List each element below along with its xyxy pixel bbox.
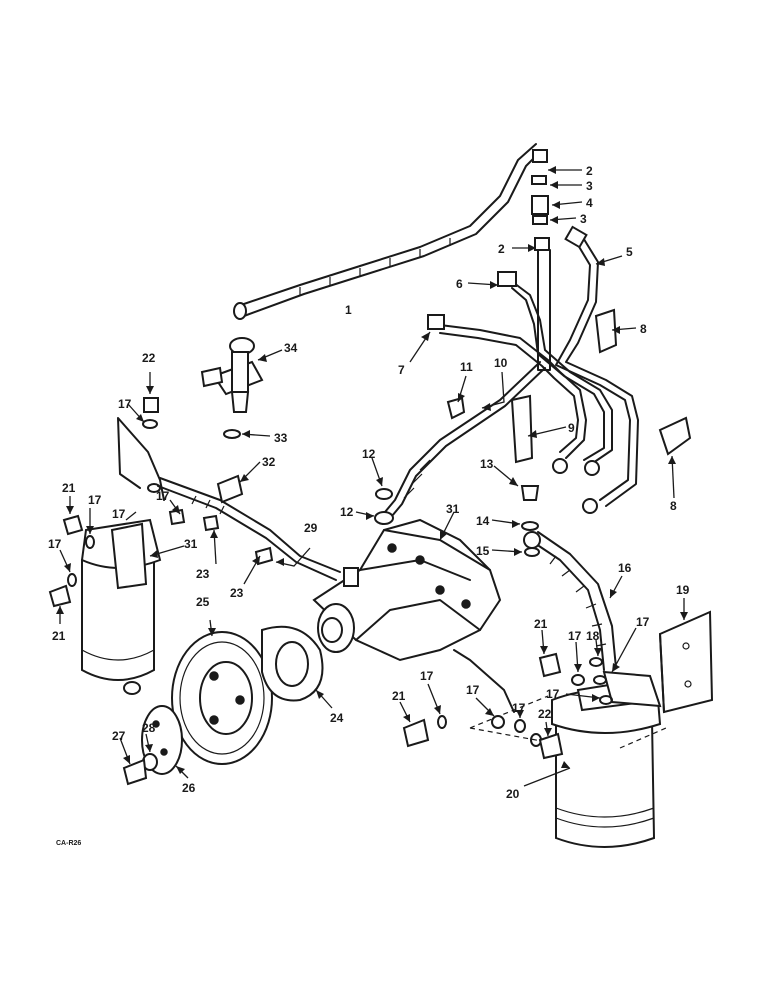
callout-13: 13 (480, 457, 494, 471)
injection-lines (427, 225, 639, 514)
banjo-washers (374, 485, 540, 557)
callout-32: 32 (262, 455, 276, 469)
leader-lines (56, 166, 688, 787)
callout-17: 17 (512, 701, 526, 715)
callout-21: 21 (62, 481, 76, 495)
figure-code: CA-R26 (56, 840, 81, 847)
callout-21: 21 (52, 629, 66, 643)
callout-2: 2 (586, 164, 593, 178)
callout-17: 17 (156, 489, 170, 503)
callout-16: 16 (618, 561, 632, 575)
callout-8: 8 (670, 499, 677, 513)
callout-17: 17 (466, 683, 480, 697)
callout-17: 17 (118, 397, 132, 411)
fasteners-and-washers (48, 397, 613, 760)
callout-5: 5 (626, 245, 633, 259)
pump-drive-gear (171, 631, 273, 765)
callout-labels: 1 2 3 4 3 2 5 6 7 8 8 9 10 11 12 12 13 1… (48, 164, 690, 847)
callout-22: 22 (142, 351, 156, 365)
callout-2: 2 (498, 242, 505, 256)
callout-25: 25 (196, 595, 210, 609)
callout-17: 17 (636, 615, 650, 629)
callout-4: 4 (586, 196, 593, 210)
callout-18: 18 (586, 629, 600, 643)
callout-22: 22 (538, 707, 552, 721)
callout-20: 20 (506, 787, 520, 801)
callout-15: 15 (476, 544, 490, 558)
callout-23: 23 (230, 586, 244, 600)
callout-12: 12 (362, 447, 376, 461)
callout-10: 10 (494, 356, 508, 370)
callout-8: 8 (640, 322, 647, 336)
callout-31: 31 (446, 502, 460, 516)
callout-24: 24 (330, 711, 344, 725)
callout-17: 17 (112, 507, 126, 521)
flexible-fuel-hose (523, 531, 617, 671)
callout-14: 14 (476, 514, 490, 528)
fuel-return-hose (233, 143, 543, 320)
callout-23: 23 (196, 567, 210, 581)
callout-1: 1 (345, 303, 352, 317)
callout-11: 11 (460, 360, 473, 374)
callout-17: 17 (88, 493, 102, 507)
callout-21: 21 (534, 617, 548, 631)
filter-mounting-bracket (658, 610, 714, 714)
callout-31: 31 (184, 537, 198, 551)
pump-mounting-gasket (261, 625, 324, 702)
callout-19: 19 (676, 583, 690, 597)
callout-6: 6 (456, 277, 463, 291)
primary-fuel-filter (80, 417, 165, 695)
filter-to-pump-line (157, 477, 341, 581)
gear-hub-and-bolt (122, 705, 183, 786)
callout-28: 28 (142, 721, 156, 735)
callout-3: 3 (586, 179, 593, 193)
callout-17: 17 (568, 629, 582, 643)
callout-34: 34 (284, 341, 298, 355)
callout-27: 27 (112, 729, 126, 743)
callout-26: 26 (182, 781, 196, 795)
callout-9: 9 (568, 421, 575, 435)
callout-21: 21 (392, 689, 406, 703)
callout-17: 17 (420, 669, 434, 683)
tee-fitting-stack (531, 149, 551, 371)
callout-29: 29 (304, 521, 318, 535)
callout-3: 3 (580, 212, 587, 226)
secondary-fuel-filter (469, 670, 667, 848)
callout-33: 33 (274, 431, 288, 445)
callout-17: 17 (546, 687, 560, 701)
fuel-injector (200, 337, 264, 439)
callout-12: 12 (340, 505, 354, 519)
callout-7: 7 (398, 363, 405, 377)
line-clamps (594, 308, 692, 456)
leakoff-line-and-bracket (384, 361, 546, 517)
inlet-fitting (216, 474, 244, 504)
callout-17: 17 (48, 537, 62, 551)
